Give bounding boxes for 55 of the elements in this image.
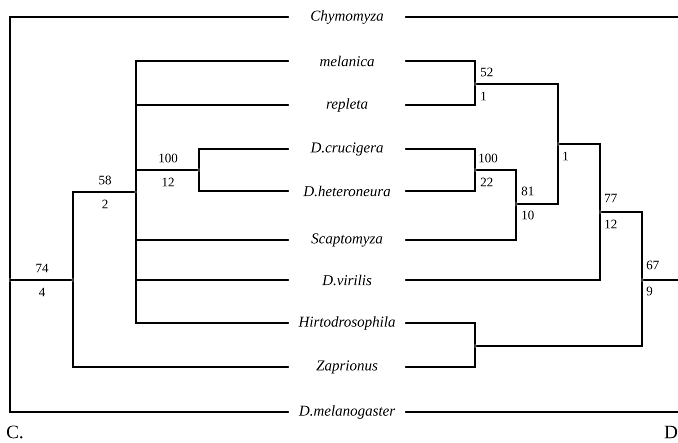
taxon-label: Scaptomyza (311, 233, 382, 247)
branch-line (72, 191, 135, 279)
branch-line (405, 60, 476, 83)
panel-letter: C. (7, 426, 22, 438)
support-value: 1 (481, 92, 486, 100)
support-value: 4 (39, 288, 46, 296)
support-value: 77 (605, 194, 617, 202)
taxon-label: repleta (326, 98, 368, 112)
branch-line (72, 281, 289, 368)
branch-line (135, 193, 289, 324)
branch-line (476, 281, 643, 347)
support-value: 12 (162, 178, 174, 186)
taxon-label: Chymomyza (311, 10, 384, 24)
support-value: 22 (480, 178, 492, 186)
support-value: 12 (605, 220, 616, 228)
taxon-label: Hirtodrosophila (298, 316, 395, 330)
branch-line (476, 83, 559, 143)
support-value: 1 (563, 152, 568, 160)
support-value: 100 (479, 154, 498, 162)
branch-line (10, 279, 72, 281)
branch-line (405, 16, 678, 18)
branch-line (643, 279, 678, 281)
branch-line (198, 171, 289, 192)
support-value: 2 (102, 200, 108, 208)
branch-line (405, 213, 601, 281)
support-value: 52 (480, 68, 492, 76)
support-value: 9 (646, 286, 652, 296)
branch-line (405, 85, 476, 106)
branch-line (405, 411, 678, 413)
branch-line (601, 211, 643, 279)
support-value: 67 (646, 260, 659, 270)
support-value: 10 (522, 210, 534, 220)
taxon-label: D.heteroneura (303, 186, 390, 196)
support-value: 74 (36, 264, 48, 272)
support-value: 81 (522, 186, 534, 196)
taxon-label: melanica (320, 56, 374, 66)
support-value: 100 (159, 154, 178, 162)
branch-line (476, 169, 517, 203)
branch-line (405, 171, 476, 192)
panel-letter: D (664, 426, 678, 438)
branch-line (198, 148, 289, 169)
taxon-label: D.crucigera (310, 142, 383, 156)
branch-line (405, 322, 476, 345)
branch-line (9, 16, 289, 279)
branch-line (135, 169, 198, 191)
branch-line (405, 205, 517, 241)
branch-line (405, 347, 476, 368)
support-value: 58 (99, 176, 111, 184)
taxon-label: D.virilis (322, 274, 372, 286)
branch-line (559, 143, 601, 211)
taxon-label: D.melanogaster (298, 405, 396, 419)
branch-line (405, 148, 476, 169)
branch-line (517, 145, 559, 205)
taxon-label: Zaprionus (316, 360, 378, 374)
branch-line (9, 281, 289, 413)
